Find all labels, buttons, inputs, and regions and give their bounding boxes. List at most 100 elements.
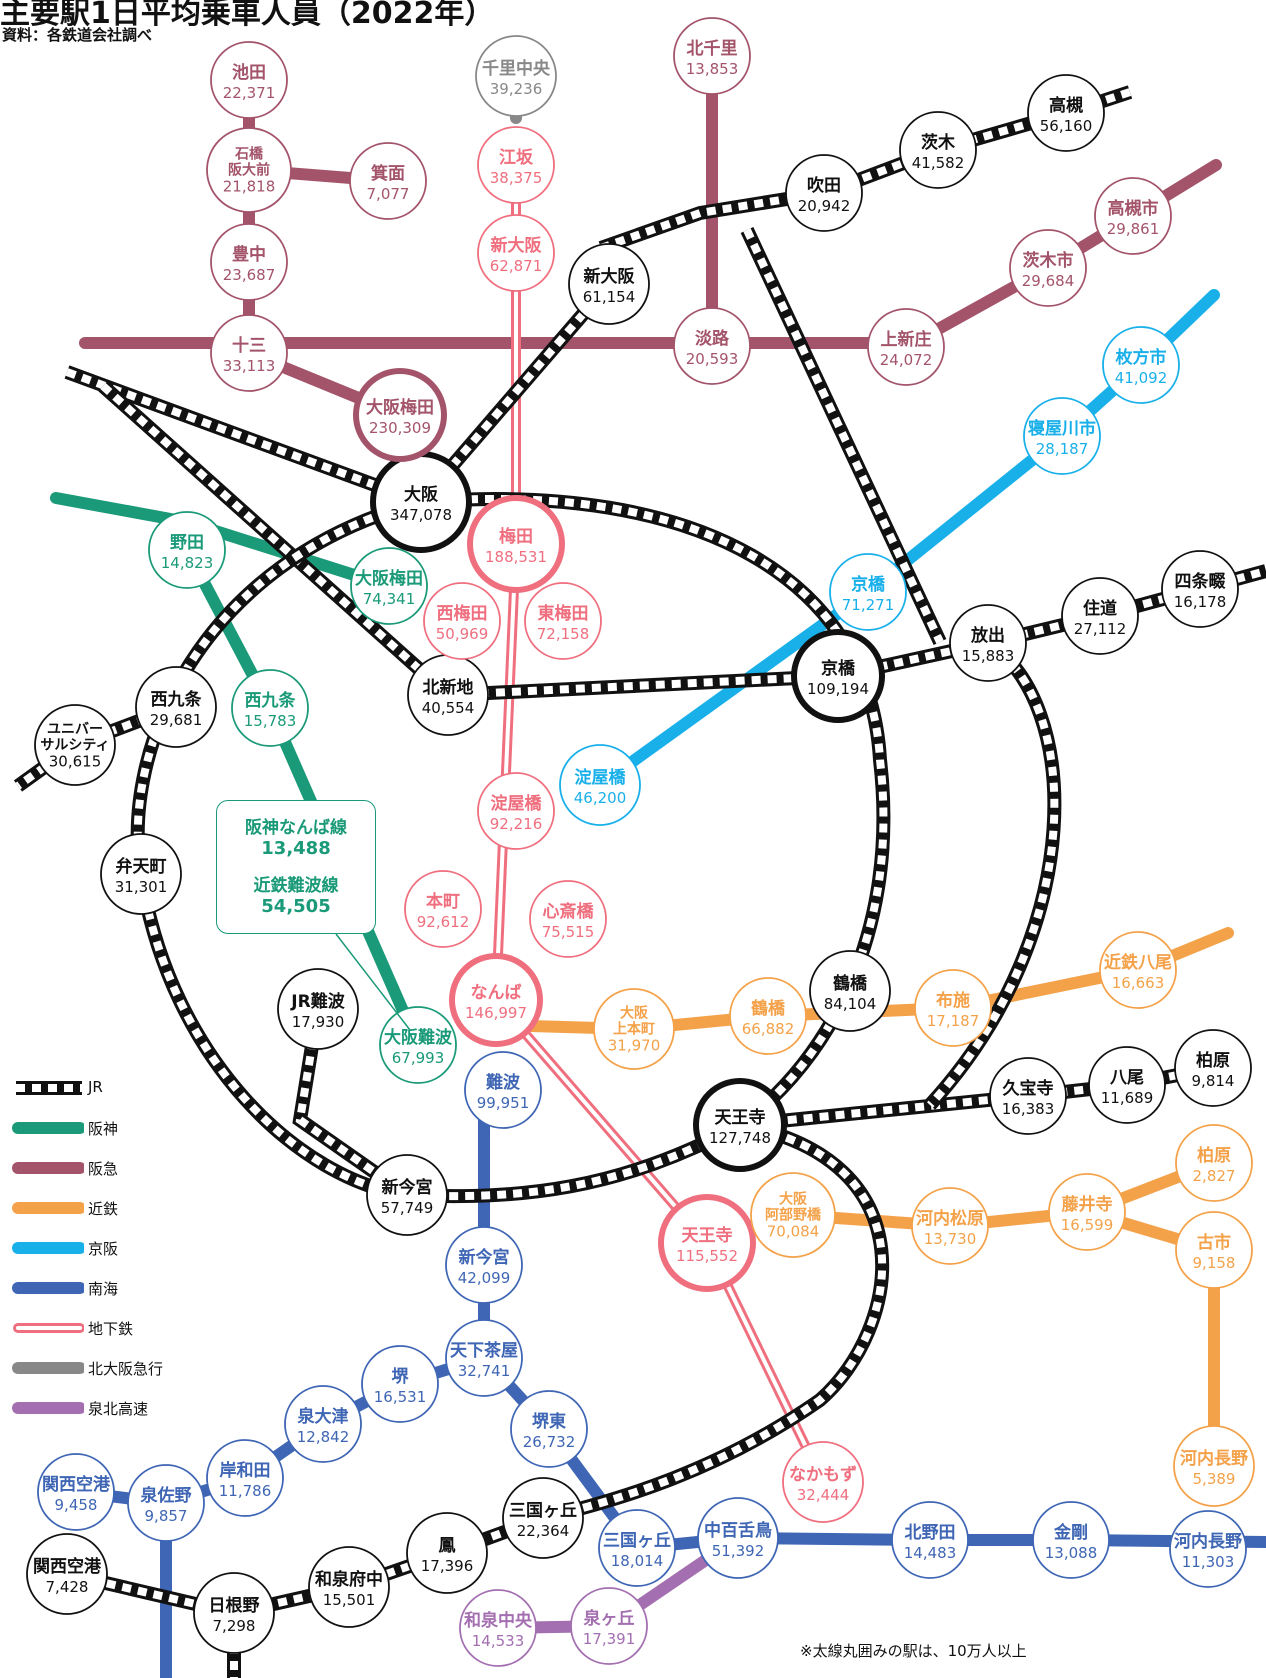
station-value: 9,458 xyxy=(55,1496,98,1514)
station-value: 11,786 xyxy=(219,1482,272,1500)
station-value: 92,612 xyxy=(417,913,470,931)
station-value: 50,969 xyxy=(436,625,489,643)
station-name: 泉ヶ丘 xyxy=(583,1608,635,1629)
station-value: 16,663 xyxy=(1112,974,1165,992)
station-name: 梅田 xyxy=(499,526,533,547)
station-name: 枚方市 xyxy=(1116,347,1167,368)
station-value: 17,187 xyxy=(927,1012,980,1030)
station-name: JR難波 xyxy=(290,991,345,1012)
station-name: 久宝寺 xyxy=(1003,1078,1054,1099)
station-name: 豊中 xyxy=(232,244,266,265)
station-name: 和泉中央 xyxy=(464,1610,533,1631)
station-value: 230,309 xyxy=(369,419,431,437)
station-name: 布施 xyxy=(936,990,970,1011)
station-value: 109,194 xyxy=(807,680,869,698)
station-value: 14,483 xyxy=(904,1544,957,1562)
station-value: 26,732 xyxy=(523,1433,576,1451)
station-value: 11,689 xyxy=(1101,1089,1154,1107)
jr-yamatoji-line xyxy=(739,1061,1215,1132)
station-value: 41,582 xyxy=(912,154,965,172)
legend-label: 北大阪急行 xyxy=(88,1360,164,1378)
station-value: 46,200 xyxy=(574,789,627,807)
station-value: 17,930 xyxy=(292,1013,345,1031)
legend-label: 南海 xyxy=(88,1280,119,1298)
station-value: 7,428 xyxy=(46,1578,89,1596)
station-value: 7,077 xyxy=(367,185,410,203)
station-name: 岸和田 xyxy=(220,1460,271,1481)
station-value: 39,236 xyxy=(490,80,543,98)
station-value: 16,531 xyxy=(374,1388,427,1406)
station-value: 29,861 xyxy=(1107,220,1160,238)
station-name: 池田 xyxy=(232,62,266,83)
footnote: ※太線丸囲みの駅は、10万人以上 xyxy=(800,1642,1027,1660)
station-value: 21,818 xyxy=(223,178,276,196)
station-value: 11,303 xyxy=(1182,1553,1235,1571)
station-value: 15,501 xyxy=(323,1591,376,1609)
station-name: 日根野 xyxy=(209,1595,260,1616)
callout-pointer xyxy=(335,933,411,1031)
station-name: 西九条 xyxy=(151,689,203,710)
station-name: 箕面 xyxy=(371,163,405,184)
station-name: 大阪 xyxy=(404,484,438,505)
station-value: 2,827 xyxy=(1193,1167,1236,1185)
station-hk-mino: 箕面7,077 xyxy=(349,142,427,220)
station-name: 十三 xyxy=(232,335,266,356)
station-value: 9,857 xyxy=(145,1507,188,1525)
page-title: 主要駅1日平均乗車人員（2022年） xyxy=(0,0,495,31)
jr-hanwa-line xyxy=(65,1118,890,1621)
station-name: 近鉄八尾 xyxy=(1104,952,1172,973)
station-name: 淀屋橋 xyxy=(491,793,543,814)
station-value: 40,554 xyxy=(422,699,475,717)
station-value: 14,533 xyxy=(472,1632,525,1650)
station-value: 22,371 xyxy=(223,84,276,102)
jr-osaka-higashi-line xyxy=(924,637,1062,1110)
station-name: 住道 xyxy=(1083,598,1117,619)
callout-item-name: 阪神なんば線 xyxy=(245,818,347,838)
station-name: 堺東 xyxy=(532,1411,566,1432)
jr-freight-line xyxy=(740,227,947,645)
station-name: 心斎橋 xyxy=(543,901,595,922)
station-value: 17,396 xyxy=(421,1557,474,1575)
station-name: 石橋 xyxy=(234,146,264,163)
station-name: 天王寺 xyxy=(715,1107,766,1128)
station-value: 66,882 xyxy=(742,1020,795,1038)
station-value: 16,383 xyxy=(1002,1100,1055,1118)
station-name: 八尾 xyxy=(1110,1068,1144,1088)
hankyu-kyoto-main-line xyxy=(900,159,1222,353)
jr-kobe-line xyxy=(64,365,424,509)
station-value: 16,599 xyxy=(1061,1216,1114,1234)
station-name: なかもず xyxy=(789,1465,857,1485)
